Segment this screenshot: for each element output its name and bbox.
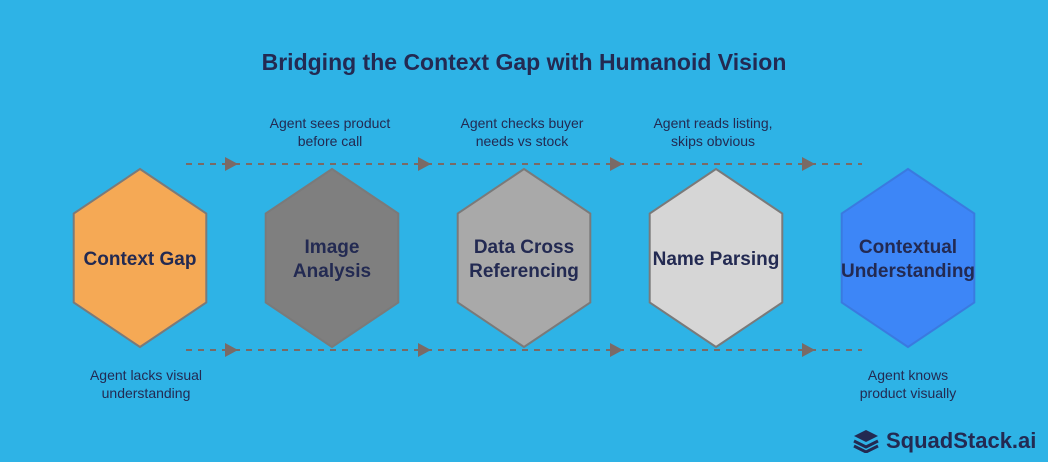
- bottom-note-2-line-2: product visually: [860, 385, 957, 401]
- bottom-arrow-head-1: [225, 343, 238, 357]
- stage-5-label-line-1: Contextual: [859, 237, 957, 258]
- bottom-notes: Agent lacks visual understanding Agent k…: [90, 367, 956, 401]
- stage-1: Context Gap: [72, 167, 208, 349]
- stage-2-label-line-1: Image: [305, 237, 360, 258]
- stage-5-label-line-2: Understanding: [841, 261, 975, 282]
- stage-hexagon-5: [840, 167, 976, 349]
- stage-hexagon-2: [264, 167, 400, 349]
- stage-3-label-line-2: Referencing: [469, 261, 579, 282]
- bottom-note-1-line-2: understanding: [102, 385, 191, 401]
- stage-hexagon-4: [648, 167, 784, 349]
- top-note-1-line-2: before call: [298, 133, 363, 149]
- stage-2-label-line-2: Analysis: [293, 261, 371, 282]
- bottom-arrow-head-2: [418, 343, 431, 357]
- bottom-arrow-head-4: [802, 343, 815, 357]
- top-arrow-head-1: [225, 157, 238, 171]
- stage-3-label-line-1: Data Cross: [474, 237, 574, 258]
- logo-text: SquadStack.ai: [886, 428, 1037, 453]
- top-note-3-line-1: Agent reads listing,: [653, 115, 772, 131]
- bottom-note-1-line-1: Agent lacks visual: [90, 367, 202, 383]
- top-note-2-line-1: Agent checks buyer: [461, 115, 584, 131]
- bottom-note-2-line-1: Agent knows: [868, 367, 948, 383]
- top-arrow-head-4: [802, 157, 815, 171]
- squadstack-logo: SquadStack.ai: [853, 428, 1036, 454]
- top-note-1-line-1: Agent sees product: [270, 115, 391, 131]
- top-note-2-line-2: needs vs stock: [476, 133, 570, 149]
- flow-arrows: [186, 157, 862, 357]
- stage-1-label-line-1: Context Gap: [84, 249, 197, 270]
- top-notes: Agent sees product before call Agent che…: [270, 115, 773, 149]
- bottom-arrow-head-3: [610, 343, 623, 357]
- stack-layers-icon: [853, 429, 879, 453]
- stage-4: Name Parsing: [648, 167, 784, 349]
- top-note-3-line-2: skips obvious: [671, 133, 755, 149]
- stage-hexagon-3: [456, 167, 592, 349]
- top-arrow-head-3: [610, 157, 623, 171]
- stage-4-label-line-1: Name Parsing: [653, 249, 780, 270]
- diagram-title: Bridging the Context Gap with Humanoid V…: [262, 49, 787, 75]
- stage-hexagon-1: [72, 167, 208, 349]
- top-arrow-head-2: [418, 157, 431, 171]
